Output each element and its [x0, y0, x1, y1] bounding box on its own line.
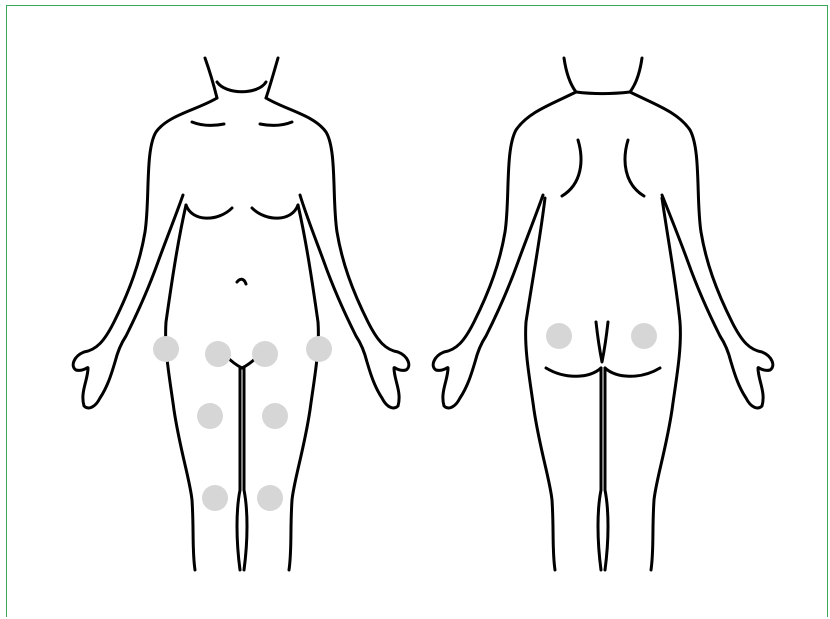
- front-neck-right: [266, 58, 278, 98]
- front-inner-leg-right: [244, 368, 247, 570]
- back-figure: [433, 58, 773, 570]
- injection-site-right-inner-thigh-upper[interactable]: [252, 341, 278, 367]
- front-navel: [237, 279, 246, 284]
- injection-site-right-buttock[interactable]: [631, 323, 657, 349]
- injection-site-left-buttock[interactable]: [546, 323, 572, 349]
- injection-site-left-mid-thigh[interactable]: [197, 403, 223, 429]
- back-injection-sites: [546, 323, 657, 349]
- back-neck: [564, 58, 642, 94]
- back-right-scapula: [625, 140, 644, 196]
- back-left-scapula: [562, 140, 581, 196]
- front-left-collarbone: [192, 122, 224, 125]
- back-inner-leg-left: [598, 368, 601, 570]
- front-right-torso: [289, 205, 318, 570]
- injection-site-right-mid-thigh[interactable]: [262, 403, 288, 429]
- back-right-torso: [651, 198, 680, 570]
- front-left-breast: [186, 205, 232, 218]
- front-neck-left: [205, 58, 217, 98]
- back-left-shoulder-arm: [433, 92, 576, 408]
- front-chin: [217, 82, 266, 92]
- injection-site-left-inner-thigh-upper[interactable]: [205, 341, 231, 367]
- front-left-torso: [166, 205, 195, 570]
- injection-site-right-lower-thigh[interactable]: [257, 485, 283, 511]
- back-right-gluteal-fold: [605, 368, 660, 376]
- front-right-breast: [252, 205, 298, 218]
- injection-site-left-lateral-thigh-upper[interactable]: [153, 336, 179, 362]
- front-left-shoulder-arm: [73, 98, 217, 408]
- back-left-torso: [526, 198, 555, 570]
- injection-site-left-lower-thigh[interactable]: [202, 485, 228, 511]
- back-gluteal-cleft: [596, 322, 608, 362]
- front-figure: [73, 58, 409, 570]
- back-right-shoulder-arm: [630, 92, 773, 408]
- back-left-gluteal-fold: [546, 368, 601, 376]
- front-inner-leg-left: [237, 368, 240, 570]
- front-right-collarbone: [260, 122, 292, 125]
- back-inner-leg-right: [605, 368, 608, 570]
- front-right-shoulder-arm: [266, 98, 409, 408]
- injection-site-right-lateral-thigh-upper[interactable]: [306, 336, 332, 362]
